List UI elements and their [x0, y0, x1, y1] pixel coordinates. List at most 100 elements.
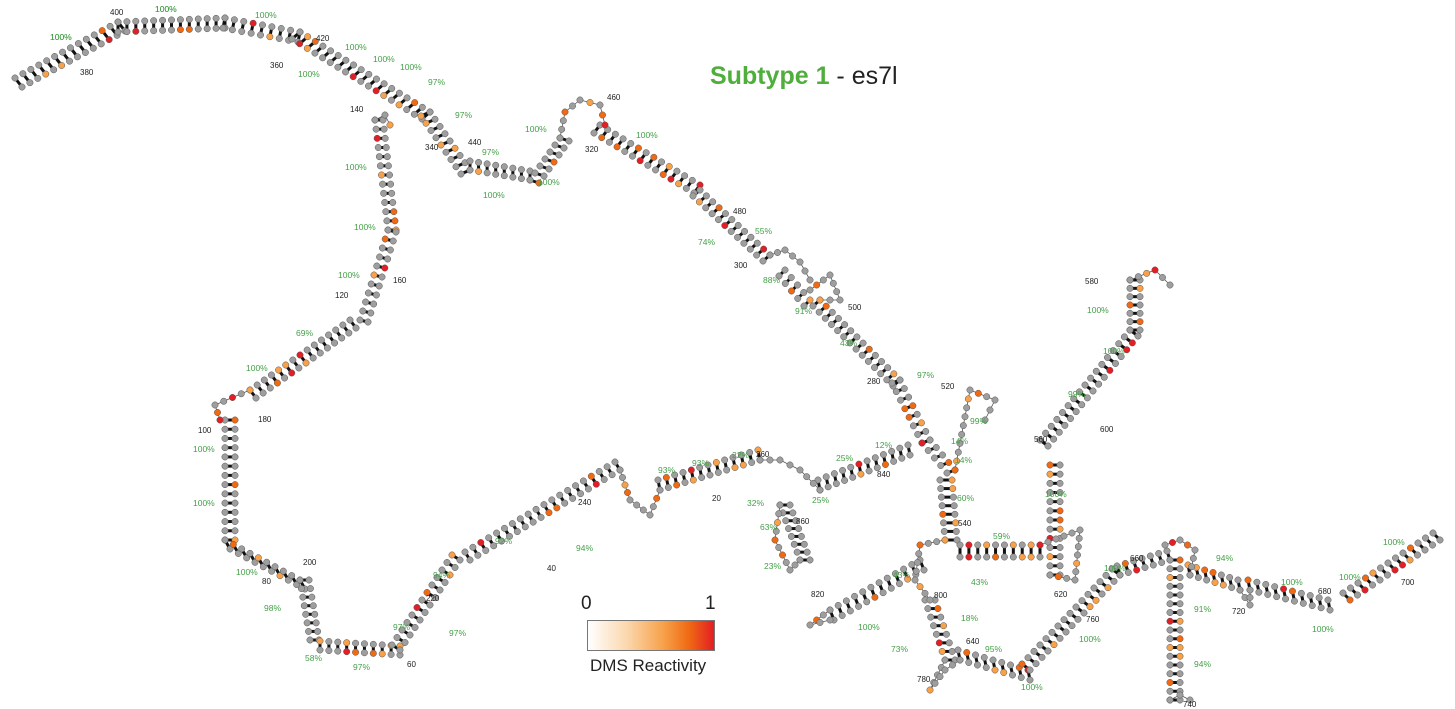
nucleotide	[551, 141, 559, 149]
nucleotide	[774, 519, 781, 526]
nucleotide	[687, 466, 695, 474]
nucleotide	[863, 598, 871, 606]
nucleotide	[681, 479, 689, 486]
nucleotide	[937, 613, 945, 621]
nucleotide	[237, 390, 245, 398]
percent-label: 97%	[482, 147, 499, 157]
nucleotide	[712, 459, 720, 466]
nucleotide	[1038, 653, 1046, 661]
nucleotide	[423, 589, 431, 596]
percent-label: 60%	[957, 493, 974, 503]
nucleotide	[980, 654, 988, 661]
nucleotide	[228, 26, 236, 34]
nucleotide	[221, 471, 229, 479]
nucleotide	[432, 134, 440, 142]
nucleotide	[782, 517, 790, 525]
title-rest: - es7l	[829, 62, 898, 90]
nucleotide	[378, 273, 386, 281]
nucleotide	[411, 624, 419, 631]
position-label: 100	[198, 426, 212, 435]
nucleotide	[800, 540, 808, 548]
nucleotide	[380, 189, 388, 197]
nucleotide	[316, 637, 324, 645]
nucleotide	[746, 245, 754, 253]
nucleotide	[952, 527, 960, 535]
nucleotide	[934, 605, 942, 613]
nucleotide	[1166, 687, 1174, 695]
nucleotide	[395, 101, 403, 109]
nucleotide	[1161, 541, 1169, 549]
figure-title: Subtype 1 - es7l	[710, 62, 898, 91]
nucleotide	[890, 457, 898, 465]
nucleotide	[1141, 564, 1149, 571]
position-label: 300	[734, 261, 748, 270]
nucleotide	[1176, 609, 1184, 616]
nucleotide	[500, 172, 508, 180]
nucleotide	[572, 482, 579, 490]
nucleotide	[696, 186, 704, 194]
nucleotide	[556, 491, 564, 499]
nucleotide	[231, 471, 239, 479]
position-label: 240	[578, 498, 592, 507]
nucleotide	[521, 523, 529, 531]
nucleotide	[317, 336, 325, 344]
nucleotide	[621, 148, 629, 155]
nucleotide	[839, 467, 846, 474]
nucleotide	[888, 447, 896, 455]
nucleotide	[529, 518, 537, 526]
nucleotide	[378, 171, 385, 179]
nucleotide	[380, 80, 388, 88]
position-label: 780	[917, 675, 931, 684]
nucleotide	[1166, 696, 1174, 704]
nucleotide	[1078, 401, 1086, 409]
nucleotide	[159, 26, 167, 34]
nucleotide	[500, 163, 508, 171]
nucleotide	[1315, 594, 1323, 602]
nucleotide	[1126, 326, 1134, 334]
nucleotide	[1176, 670, 1184, 678]
nucleotide	[90, 31, 98, 39]
nucleotide	[801, 267, 809, 275]
nucleotide	[1166, 652, 1174, 660]
nucleotide	[132, 27, 140, 35]
nucleotide	[847, 327, 855, 335]
nucleotide	[673, 481, 681, 489]
nucleotide	[106, 22, 114, 30]
nucleotide	[194, 15, 202, 23]
position-label: 620	[1054, 590, 1068, 599]
nucleotide	[1026, 676, 1034, 684]
nucleotide	[1126, 284, 1134, 292]
nucleotide	[266, 33, 274, 41]
nucleotide	[1166, 600, 1174, 608]
nucleotide	[1018, 553, 1026, 561]
nucleotide	[231, 435, 239, 442]
nucleotide	[231, 518, 239, 525]
position-label: 720	[1232, 607, 1246, 616]
nucleotide	[231, 462, 239, 470]
nucleotide	[1064, 402, 1072, 410]
nucleotide	[1095, 380, 1103, 388]
nucleotide	[1044, 538, 1052, 546]
nucleotide	[334, 638, 342, 646]
nucleotide	[939, 451, 946, 459]
nucleotide	[441, 579, 449, 586]
percent-label: 100%	[858, 622, 880, 632]
nucleotide	[297, 585, 305, 593]
nucleotide	[334, 647, 342, 655]
nucleotide	[1036, 641, 1044, 649]
nucleotide	[756, 456, 764, 464]
position-label: 60	[407, 660, 416, 669]
nucleotide	[1116, 571, 1124, 579]
nucleotide	[601, 121, 609, 129]
nucleotide	[509, 173, 517, 181]
nucleotide	[786, 461, 794, 469]
nucleotide	[1108, 565, 1116, 573]
percent-label: 100%	[193, 498, 215, 508]
nucleotide	[972, 651, 979, 659]
nucleotide	[865, 467, 873, 475]
position-label: 860	[796, 517, 810, 526]
nucleotide	[942, 630, 950, 638]
nucleotide	[664, 484, 672, 491]
nucleotide	[309, 602, 317, 610]
nucleotide	[875, 579, 883, 587]
